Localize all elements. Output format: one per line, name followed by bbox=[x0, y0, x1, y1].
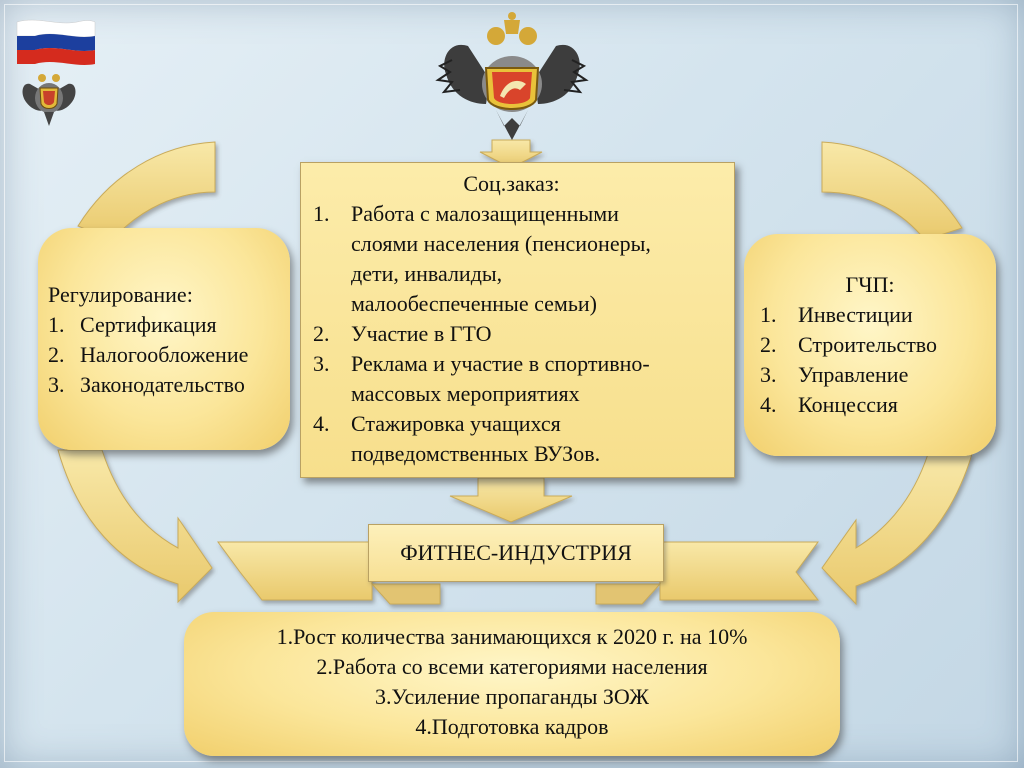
ppp-box: ГЧП: 1.Инвестиции 2.Строительство 3.Упра… bbox=[744, 234, 996, 456]
sports-ministry-eagle-emblem-icon bbox=[435, 12, 589, 140]
list-item: 3. Реклама и участие в спортивно- массов… bbox=[313, 351, 650, 406]
list-item: 1.Сертификация bbox=[48, 312, 217, 337]
regulation-list: 1.Сертификация 2.Налогообложение 3.Закон… bbox=[48, 310, 290, 400]
result-line: 2.Работа со всеми категориями населения bbox=[316, 654, 708, 679]
ppp-title: ГЧП: bbox=[845, 272, 895, 297]
social-order-list: 1. Работа с малозащищенными слоями насел… bbox=[313, 199, 720, 469]
result-line: 1.Рост количества занимающихся к 2020 г.… bbox=[276, 624, 748, 649]
arc-top-right bbox=[821, 141, 963, 241]
list-item: 2. Участие в ГТО bbox=[313, 321, 492, 346]
arc-bottom-left bbox=[57, 449, 213, 604]
double-headed-eagle-emblem-icon bbox=[22, 74, 76, 126]
list-item: 3.Управление bbox=[760, 362, 909, 387]
russian-flag-icon bbox=[15, 18, 97, 68]
list-item: 2.Налогообложение bbox=[48, 342, 249, 367]
list-item: 4. Стажировка учащихся подведомственных … bbox=[313, 411, 601, 466]
regulation-box: Регулирование: 1.Сертификация 2.Налогооб… bbox=[38, 228, 290, 450]
result-line: 4.Подготовка кадров bbox=[415, 714, 609, 739]
result-line: 3.Усиление пропаганды ЗОЖ bbox=[375, 684, 649, 709]
list-item: 1.Инвестиции bbox=[760, 302, 913, 327]
ppp-list: 1.Инвестиции 2.Строительство 3.Управлени… bbox=[760, 300, 996, 420]
arrow-center-to-banner bbox=[449, 477, 573, 523]
fitness-industry-label: ФИТНЕС-ИНДУСТРИЯ bbox=[368, 524, 664, 582]
list-item: 1. Работа с малозащищенными слоями насел… bbox=[313, 201, 651, 316]
list-item: 3.Законодательство bbox=[48, 372, 245, 397]
arc-bottom-right bbox=[821, 453, 973, 606]
arc-top-left bbox=[77, 141, 216, 241]
arrow-emblem-to-center bbox=[479, 139, 543, 169]
slide-frame bbox=[4, 4, 1018, 762]
regulation-title: Регулирование: bbox=[48, 282, 193, 307]
list-item: 2.Строительство bbox=[760, 332, 938, 357]
social-order-box: Соц.заказ: 1. Работа с малозащищенными с… bbox=[300, 162, 735, 478]
ribbon-banner bbox=[217, 541, 820, 605]
list-item: 4.Концессия bbox=[760, 392, 898, 417]
social-order-title: Соц.заказ: bbox=[463, 171, 560, 196]
results-box: 1.Рост количества занимающихся к 2020 г.… bbox=[184, 612, 840, 756]
